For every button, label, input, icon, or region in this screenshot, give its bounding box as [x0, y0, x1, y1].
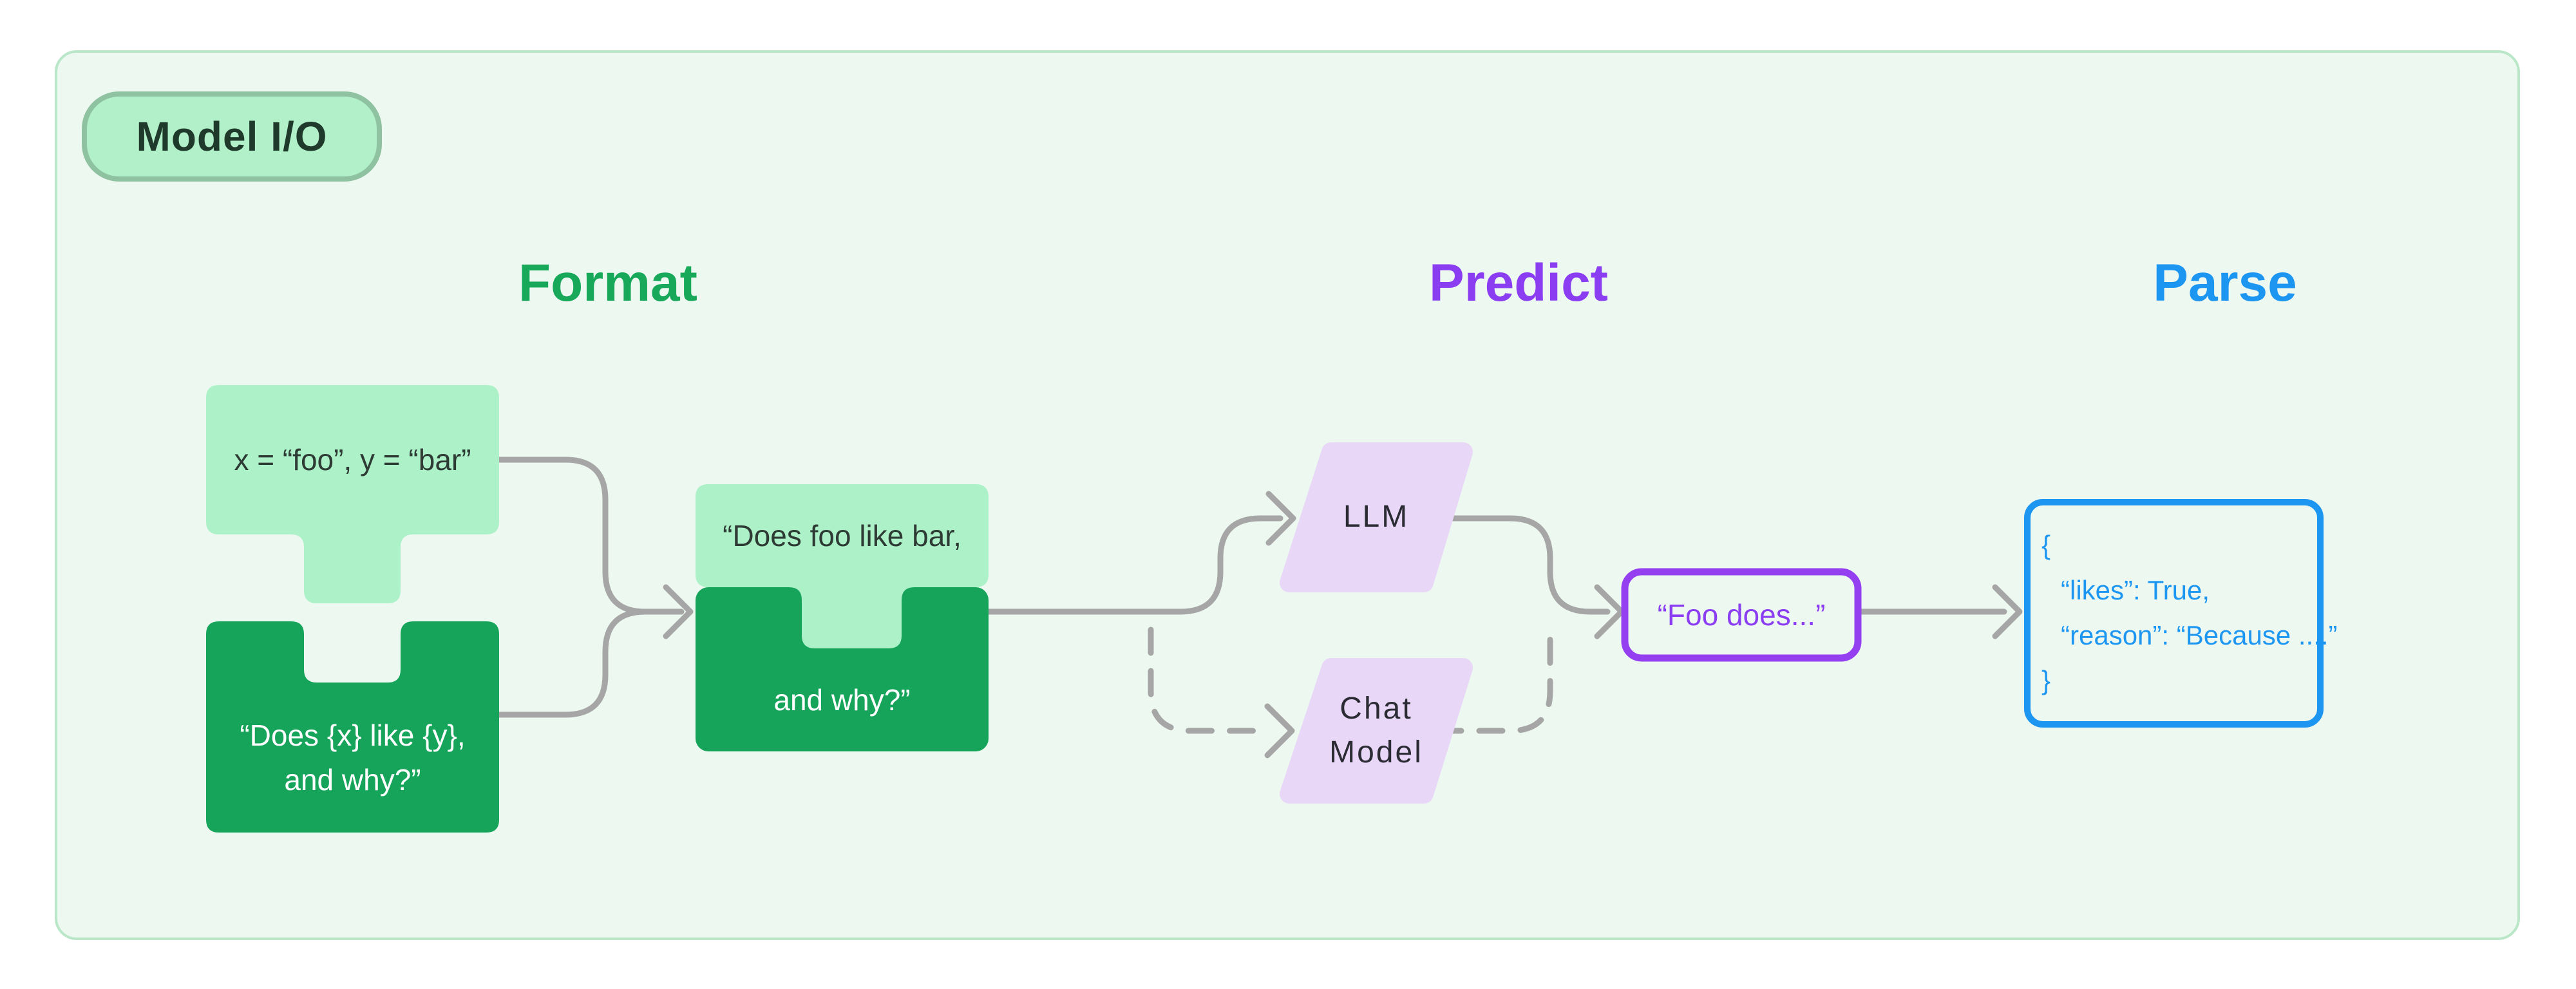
arrowhead-into-chat-model: [1264, 703, 1295, 758]
arrowhead-into-parsed: [1992, 584, 2023, 639]
prompt-template-line1: “Does {x} like {y},: [240, 718, 466, 752]
input-values-text: x = “foo”, y = “bar”: [234, 442, 471, 476]
chat-model-line1: Chat: [1340, 691, 1413, 726]
formatted-prompt-light-part: [696, 484, 989, 648]
connector-prompt-to-llm: [985, 515, 1283, 615]
heading-predict: Predict: [1429, 254, 1608, 312]
chat-model-label: Chat Model: [1289, 668, 1463, 794]
heading-parse: Parse: [2153, 254, 2297, 312]
connector-values-to-prompt: [496, 457, 685, 615]
model-io-badge-label: Model I/O: [136, 113, 328, 160]
prompt-template-block: [206, 621, 499, 833]
formatted-prompt-dark-part: [696, 587, 989, 751]
parsed-output-text: { “likes”: True, “reason”: “Because ....…: [2041, 523, 2338, 703]
heading-format: Format: [518, 254, 697, 312]
parsed-output-line2: “likes”: True,: [2061, 575, 2210, 605]
arrowhead-into-llm: [1265, 491, 1296, 546]
parsed-output-line3: “reason”: “Because ....”: [2061, 620, 2338, 650]
parsed-output-line1: {: [2041, 530, 2051, 560]
prompt-template-line2: and why?”: [284, 762, 421, 796]
parsed-output-box: [2024, 499, 2324, 728]
connector-template-to-prompt: [496, 608, 649, 718]
llm-parallelogram: [1280, 442, 1473, 592]
connector-llm-to-completion: [1447, 515, 1611, 615]
completion-box: [1621, 568, 1862, 662]
connector-chat-model-to-completion-dashed: [1435, 626, 1553, 734]
chat-model-line2: Model: [1329, 735, 1423, 769]
formatted-prompt-text-light: “Does foo like bar,: [723, 518, 961, 552]
completion-text: “Foo does...”: [1657, 598, 1826, 632]
parsed-output-line4: }: [2041, 665, 2051, 695]
chat-model-parallelogram: [1280, 658, 1473, 804]
connector-prompt-to-chat-model-dashed: [1148, 626, 1267, 734]
input-values-block: [206, 385, 499, 603]
model-io-badge: Model I/O: [82, 91, 382, 182]
prompt-template-text: “Does {x} like {y}, and why?”: [206, 683, 499, 833]
llm-label: LLM: [1343, 500, 1410, 534]
formatted-prompt-text-dark: and why?”: [773, 683, 911, 717]
arrowhead-into-prompt: [663, 584, 694, 639]
